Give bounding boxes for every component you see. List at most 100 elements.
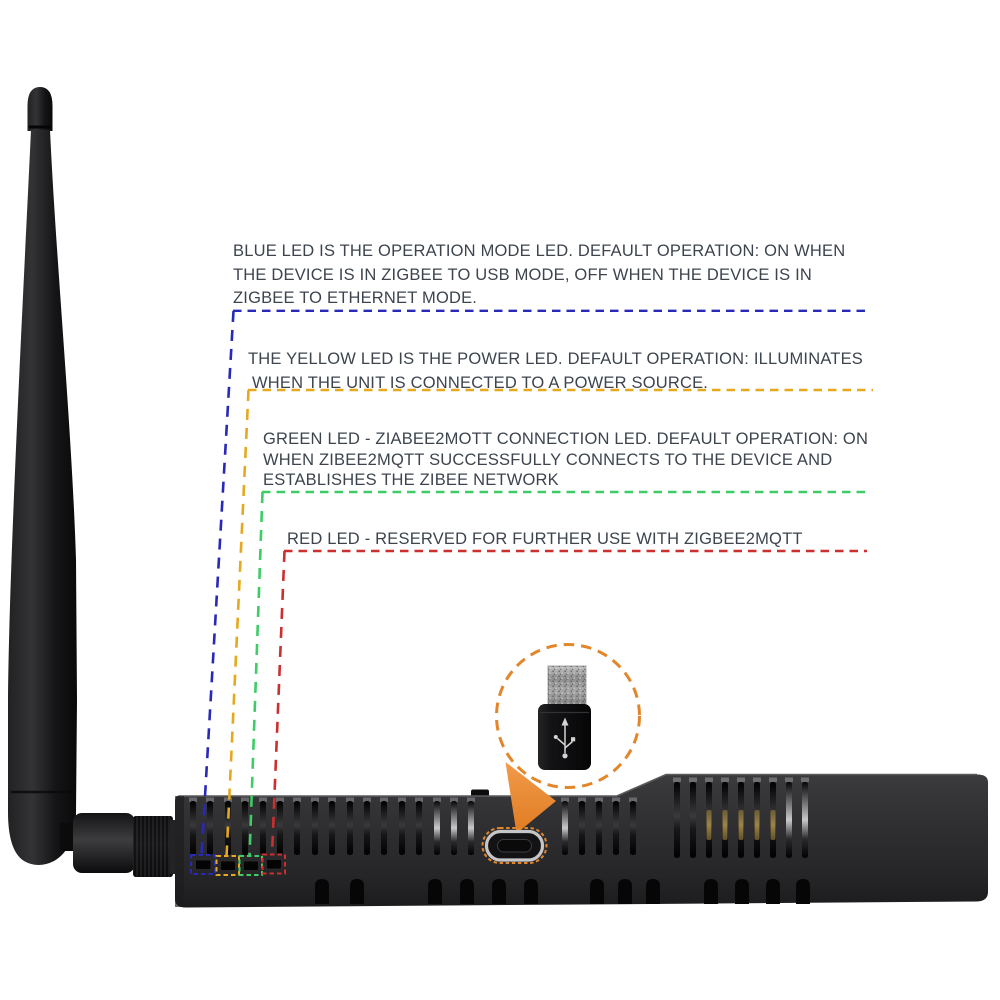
- vent-slot: [242, 801, 248, 855]
- annotation-text-line: THE DEVICE IS IN ZIGBEE TO USB MODE, OFF…: [233, 265, 812, 284]
- vent-notch: [595, 797, 603, 802]
- led-windows: [190, 853, 286, 876]
- vent-notch: [721, 777, 729, 782]
- annotation-red-led: RED LED - RESERVED FOR FURTHER USE WITH …: [287, 528, 803, 552]
- vent-slot: [468, 801, 474, 855]
- annotation-blue-led: BLUE LED IS THE OPERATION MODE LED. DEFA…: [233, 240, 845, 311]
- vent-notch: [346, 797, 354, 802]
- led-window-green: [243, 860, 259, 871]
- vent-notch: [689, 777, 697, 782]
- vent-slot: [190, 801, 196, 855]
- bottom-vent-slot: [428, 879, 442, 904]
- hinge-cylinder: [73, 813, 135, 873]
- vent-slot: [329, 801, 335, 855]
- vent-notch: [276, 797, 284, 802]
- vent-slots: [189, 777, 810, 904]
- vent-notch: [785, 777, 793, 782]
- vent-notch: [753, 777, 761, 782]
- vent-notch: [612, 797, 620, 802]
- sma-knurling: [133, 816, 173, 877]
- gold-contact: [754, 810, 760, 840]
- vent-notch: [241, 797, 249, 802]
- vent-notch: [673, 777, 681, 782]
- vent-slot: [451, 801, 457, 855]
- vent-slot: [312, 801, 318, 855]
- gold-contact: [722, 810, 728, 840]
- usb-trident-icon: [553, 717, 576, 759]
- bottom-vent-slot: [618, 879, 632, 904]
- bottom-vent-slot: [460, 879, 474, 904]
- vent-slot: [613, 801, 619, 855]
- vent-slot: [347, 801, 353, 855]
- annotation-text-line: GREEN LED - ZIABEE2MOTT CONNECTION LED. …: [263, 430, 869, 448]
- port-highlight-ring: [481, 827, 548, 864]
- annotation-text-line: RED LED - RESERVED FOR FURTHER USE WITH …: [287, 530, 803, 548]
- led-box-blue: [190, 854, 216, 875]
- vent-slot: [207, 801, 213, 855]
- zoom-callout: [495, 643, 641, 789]
- vent-slot: [294, 801, 300, 855]
- vent-slot: [802, 782, 808, 858]
- vent-notch: [801, 777, 809, 782]
- bottom-vent-slot: [590, 879, 604, 904]
- gold-contact: [770, 810, 776, 840]
- vent-notch: [328, 797, 336, 802]
- vent-slot: [562, 801, 568, 855]
- annotation-text-line: WHEN ZIBEE2MQTT SUCCESSFULLY CONNECTS TO…: [263, 450, 833, 469]
- vent-slot: [579, 801, 585, 855]
- bottom-vent-slot: [350, 879, 364, 904]
- vent-slot: [596, 801, 602, 855]
- leader-blue-slant: [200, 310, 235, 857]
- vent-notch: [578, 797, 586, 802]
- bottom-vent-slot: [315, 879, 329, 904]
- vent-slot: [674, 782, 680, 858]
- annotation-yellow-led: THE YELLOW LED IS THE POWER LED. DEFAULT…: [248, 348, 863, 395]
- bottom-vent-slot: [796, 879, 810, 904]
- leader-yellow-slant: [225, 389, 250, 858]
- adapter-metal-texture: [548, 666, 586, 707]
- external-antenna: [8, 87, 77, 865]
- usb-c-port: [481, 762, 556, 864]
- annotation-text-line: THE YELLOW LED IS THE POWER LED. DEFAULT…: [248, 350, 863, 368]
- device-top-edge-highlight: [178, 773, 977, 797]
- gold-contact: [738, 810, 744, 840]
- vent-slot: [416, 801, 422, 855]
- vent-notch: [629, 797, 637, 802]
- bottom-vent-slot: [646, 879, 660, 904]
- vent-notch: [293, 797, 301, 802]
- bottom-vent-slot: [735, 879, 749, 904]
- annotation-text-line: WHEN THE UNIT IS CONNECTED TO A POWER SO…: [252, 373, 709, 392]
- antenna-rod: [8, 130, 77, 865]
- sma-collar: [170, 820, 177, 874]
- annotation-text-line: BLUE LED IS THE OPERATION MODE LED. DEFA…: [233, 242, 846, 260]
- vent-notch: [224, 797, 232, 802]
- usb-adapter: [538, 665, 591, 770]
- vent-notch: [380, 797, 388, 802]
- leader-red-slant: [270, 550, 286, 856]
- bottom-vent-slot: [524, 879, 538, 904]
- vent-slot: [690, 782, 696, 858]
- vent-notch: [415, 797, 423, 802]
- annotation-lines: [200, 309, 873, 858]
- annotation-green-led: GREEN LED - ZIABEE2MOTT CONNECTION LED. …: [263, 429, 868, 491]
- bottom-vent-slot: [704, 879, 718, 904]
- led-window-yellow: [220, 860, 236, 871]
- vent-slot: [399, 801, 405, 855]
- bottom-vent-slot: [492, 879, 506, 904]
- vent-slot: [277, 801, 283, 855]
- callout-arrow: [505, 762, 556, 834]
- vent-notch: [450, 797, 458, 802]
- annotation-text-line: ESTABLISHES THE ZIBEE NETWORK: [263, 471, 559, 489]
- vent-notch: [311, 797, 319, 802]
- vent-notch: [705, 777, 713, 782]
- vent-slot: [381, 801, 387, 855]
- vent-slot: [434, 801, 440, 855]
- vent-notch: [189, 797, 197, 802]
- vent-slot: [786, 782, 792, 858]
- annotation-text-line: ZIGBEE TO ETHERNET MODE.: [233, 289, 478, 307]
- device-left-bevel: [175, 796, 184, 907]
- led-window-red: [266, 859, 282, 870]
- port-cavity: [497, 839, 532, 853]
- led-box-red: [261, 853, 286, 875]
